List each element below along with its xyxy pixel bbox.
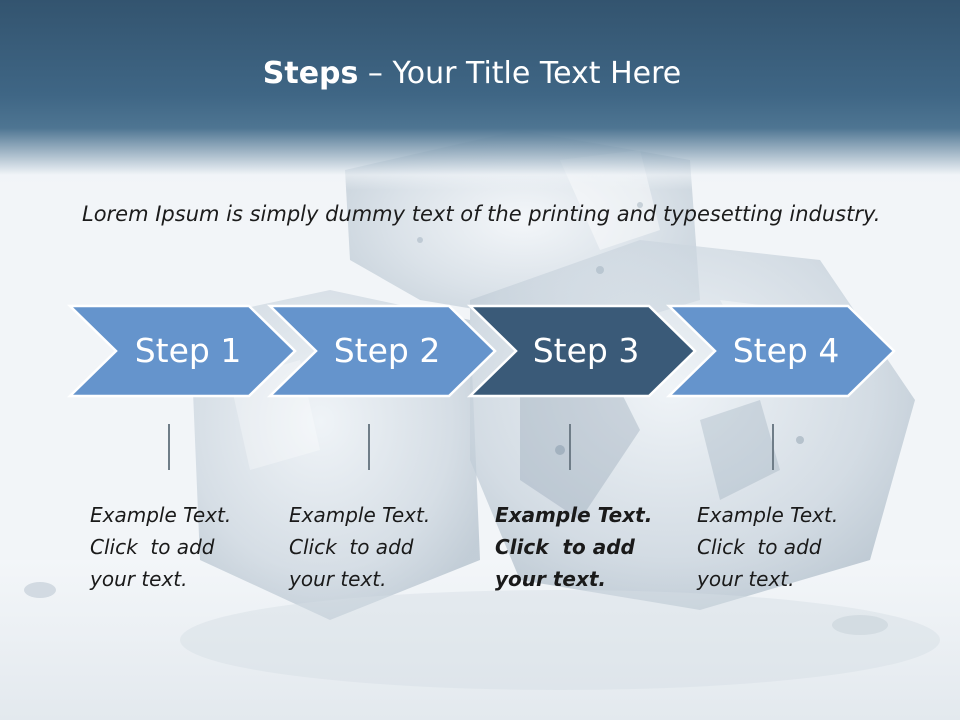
step-2-line-2: Click to add <box>289 535 414 559</box>
step-2-chevron[interactable] <box>266 304 497 398</box>
slide-title: Steps – Your Title Text Here <box>0 54 944 94</box>
step-3-line-3: your text. <box>495 567 607 591</box>
step-1-text[interactable]: Example Text. Click to add your text. <box>90 499 260 595</box>
step-3-line-1: Example Text. <box>495 503 653 527</box>
step-2-text[interactable]: Example Text. Click to add your text. <box>289 499 459 595</box>
title-bold: Steps <box>262 56 359 91</box>
step-4-line-3: your text. <box>697 567 795 591</box>
step-3-chevron[interactable] <box>466 304 697 398</box>
step-1-connector <box>168 424 170 470</box>
step-4-line-1: Example Text. <box>697 503 839 527</box>
step-1-label[interactable]: Step 1 <box>134 331 242 370</box>
step-1-line-2: Click to add <box>90 535 215 559</box>
step-4-connector <box>772 424 774 470</box>
title-banner <box>0 0 960 190</box>
intro-text: Lorem Ipsum is simply dummy text of the … <box>82 202 881 226</box>
step-1-chevron[interactable] <box>66 304 297 398</box>
step-2-label[interactable]: Step 2 <box>333 331 441 370</box>
step-2-line-3: your text. <box>289 567 387 591</box>
step-4-line-2: Click to add <box>697 535 822 559</box>
step-3-line-2: Click to add <box>495 535 635 559</box>
step-3-text[interactable]: Example Text. Click to add your text. <box>495 499 665 595</box>
step-4-chevron[interactable] <box>665 304 896 398</box>
step-3-connector <box>569 424 571 470</box>
step-2-line-1: Example Text. <box>289 503 431 527</box>
step-4-label[interactable]: Step 4 <box>732 331 840 370</box>
step-2-connector <box>368 424 370 470</box>
step-1-line-1: Example Text. <box>90 503 232 527</box>
step-3-label[interactable]: Step 3 <box>532 331 640 370</box>
step-4-text[interactable]: Example Text. Click to add your text. <box>697 499 867 595</box>
step-1-line-3: your text. <box>90 567 188 591</box>
title-rest: – Your Title Text Here <box>358 56 682 91</box>
